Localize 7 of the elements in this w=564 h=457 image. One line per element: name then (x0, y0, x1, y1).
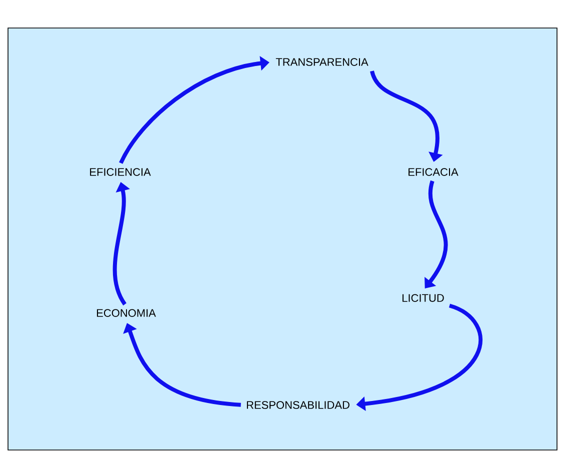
node-label: EFICIENCIA (90, 168, 151, 176)
node-label: TRANSPARENCIA (276, 58, 368, 66)
node-label: ECONOMIA (96, 309, 156, 317)
node-label: LICITUD (402, 294, 444, 302)
node-label: RESPONSABILIDAD (246, 401, 350, 409)
node-label: EFICACIA (408, 168, 458, 176)
curved-arrow (424, 180, 448, 288)
